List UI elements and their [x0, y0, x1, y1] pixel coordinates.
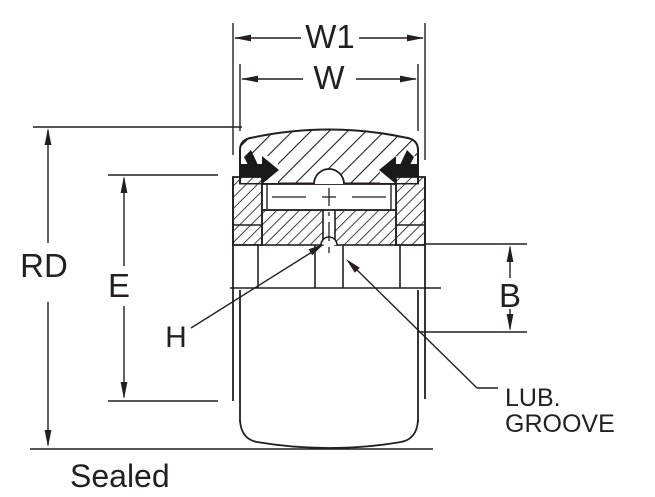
- diagram-caption: Sealed: [70, 458, 170, 494]
- arrow-left-icon: [234, 34, 251, 42]
- annotation-lub-line1: LUB.: [505, 384, 561, 412]
- dimension-label-b: B: [499, 277, 521, 314]
- arrow-up-right-icon: [308, 244, 324, 256]
- dimension-b: [419, 243, 527, 333]
- arrow-down-icon: [506, 314, 514, 331]
- dimension-label-h: H: [165, 321, 187, 354]
- dimension-label-rd: RD: [20, 247, 68, 284]
- leader-h: [190, 244, 324, 329]
- arrow-right-icon: [400, 75, 417, 83]
- lub-hole-outer-arc: [313, 168, 345, 185]
- arrow-down-icon: [120, 382, 128, 399]
- dimension-rd: [30, 126, 433, 450]
- dimension-e: [108, 174, 218, 402]
- seal-shape-right: [379, 150, 418, 184]
- annotation-lub-line2: GROOVE: [505, 410, 615, 438]
- arrow-left-icon: [241, 75, 258, 83]
- arrow-up-icon: [44, 128, 52, 145]
- bore-band: [257, 245, 401, 288]
- arrow-up-icon: [120, 176, 128, 193]
- arrow-down-icon: [44, 430, 52, 447]
- seal-shape-left: [240, 150, 279, 184]
- arrow-up-left-icon: [346, 259, 360, 273]
- dimension-w: [239, 64, 419, 131]
- dimension-label-w1: W1: [305, 18, 355, 55]
- outer-ring-crown-bottom: [239, 419, 419, 449]
- dimension-label-w: W: [313, 59, 345, 96]
- dimension-label-e: E: [108, 267, 130, 304]
- leader-lub-groove: [346, 259, 498, 389]
- dimension-w1: [232, 23, 426, 160]
- arrow-up-icon: [506, 245, 514, 262]
- arrow-right-icon: [407, 34, 424, 42]
- lower-external-view: [232, 177, 426, 449]
